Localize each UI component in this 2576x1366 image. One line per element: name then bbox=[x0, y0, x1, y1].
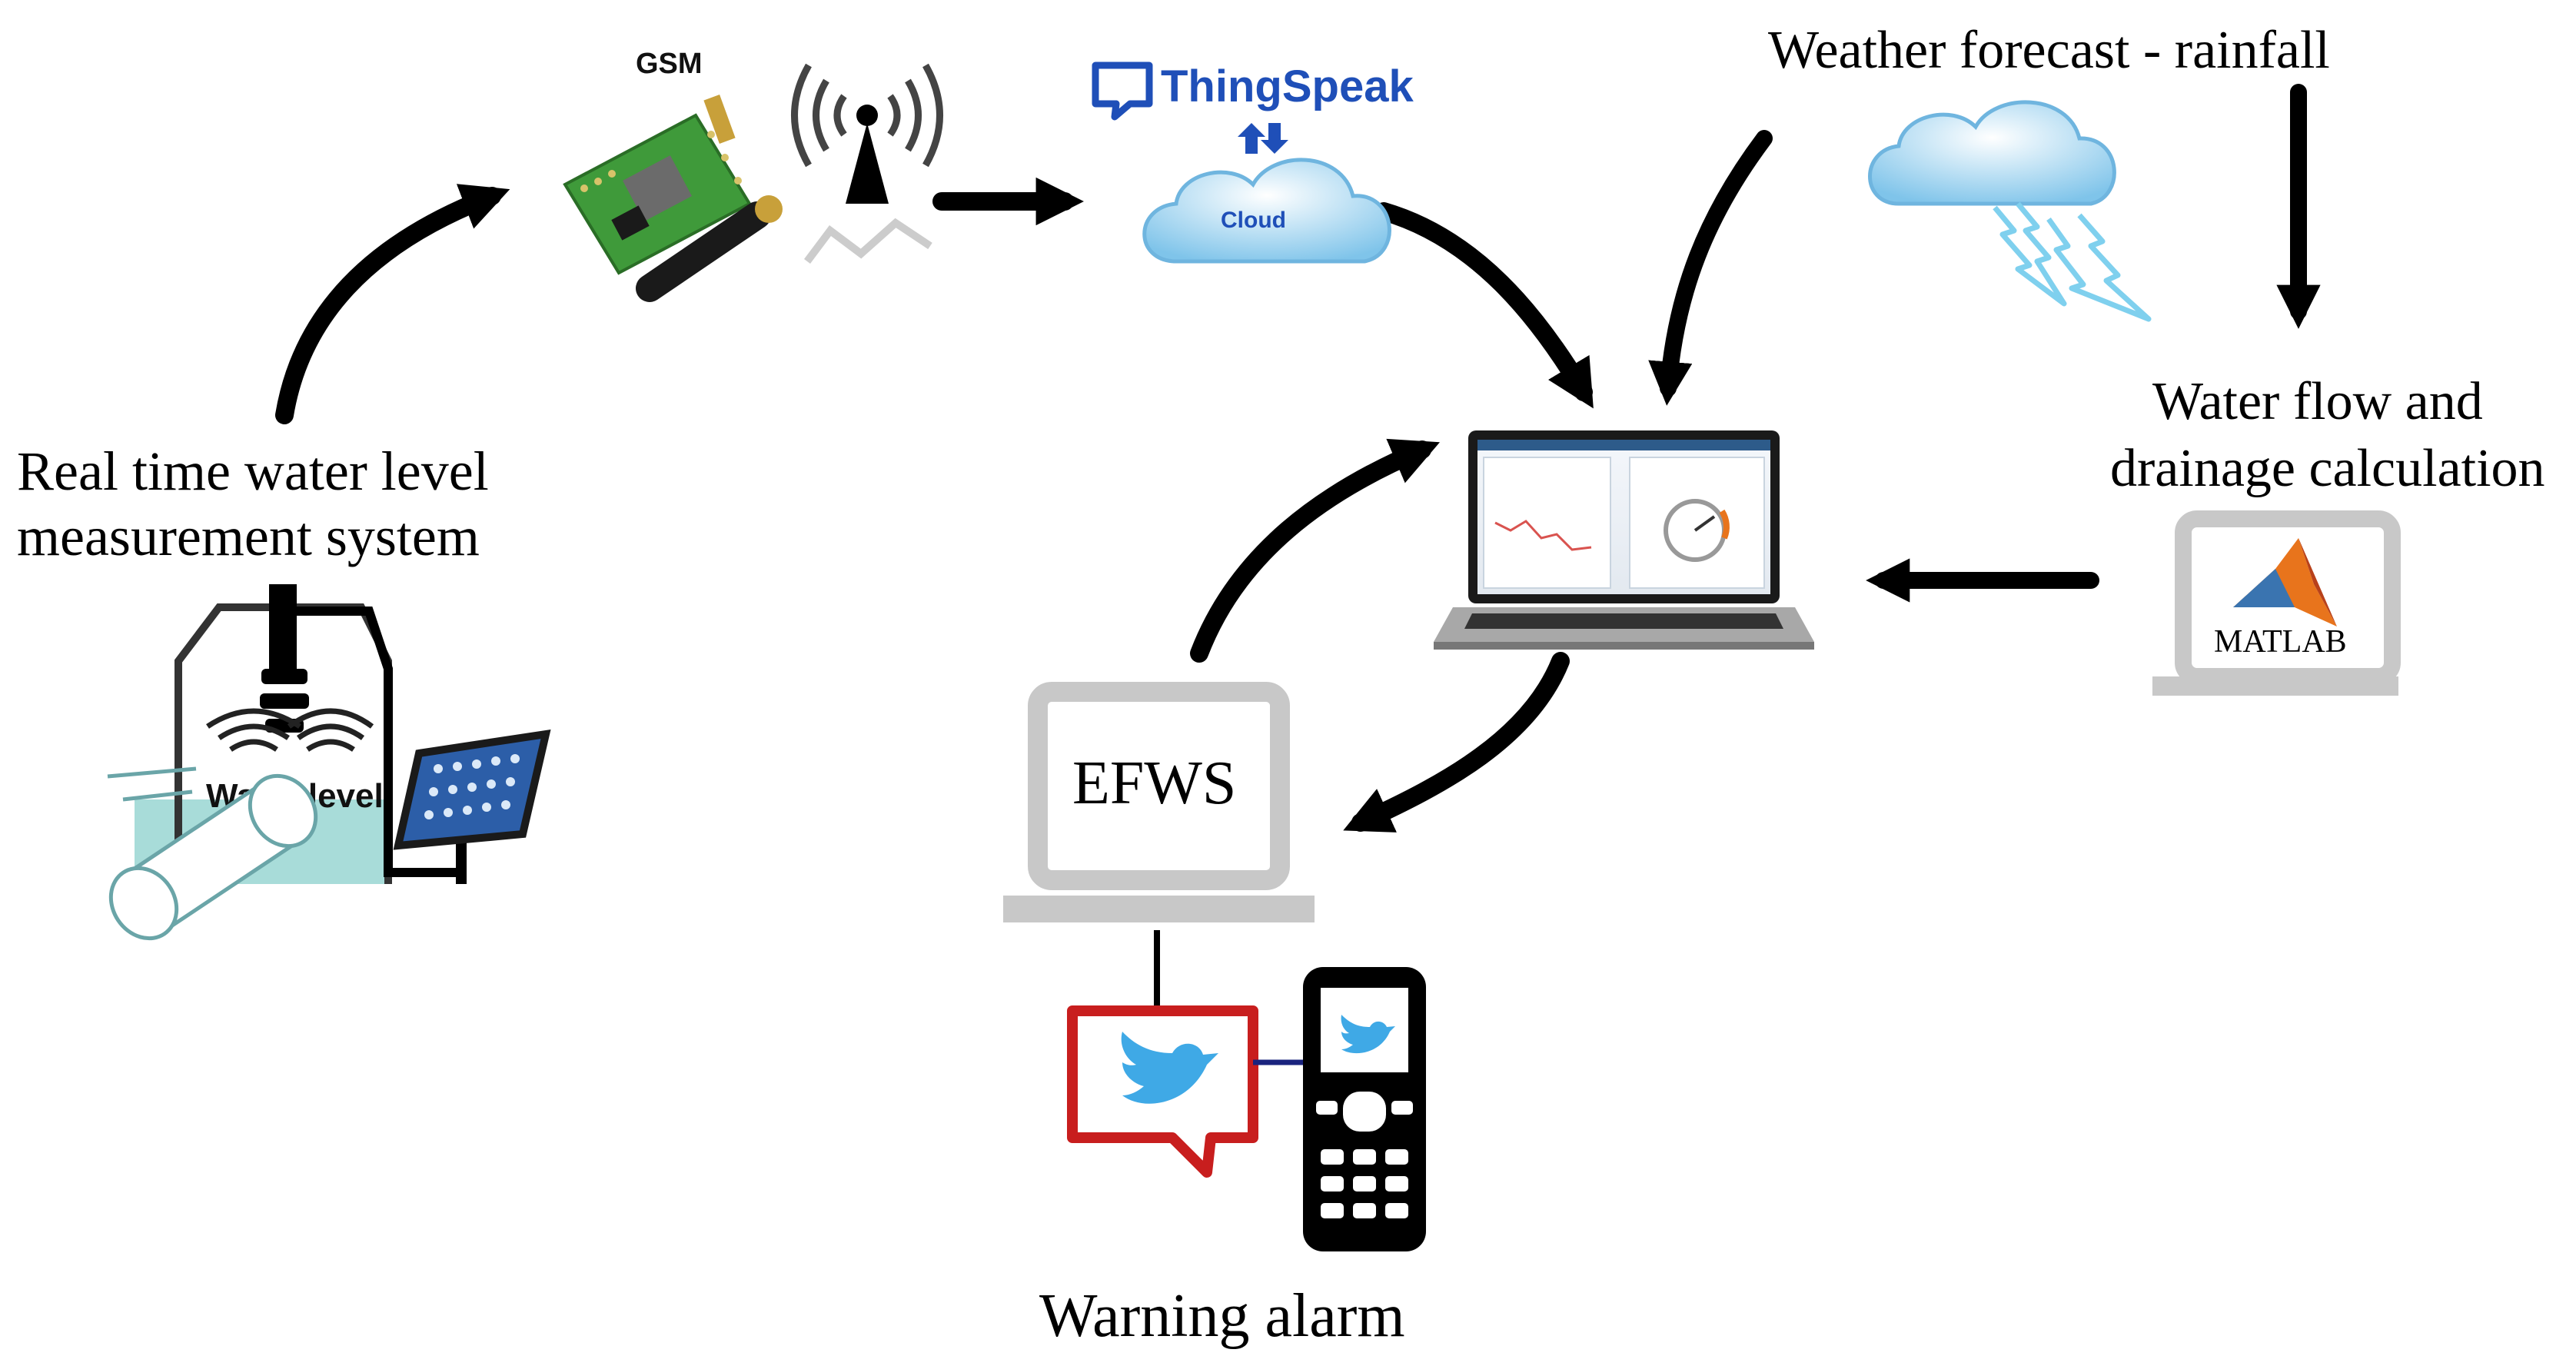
warning-alarm-label: Warning alarm bbox=[1039, 1282, 1405, 1350]
thingspeak-cloud: ThingSpeak Cloud bbox=[1092, 61, 1414, 264]
real-time-label-line1: Real time water level bbox=[17, 440, 489, 502]
water-tank-icon: Water level bbox=[107, 584, 461, 941]
weather-forecast: Weather forecast - rainfall bbox=[1768, 21, 2330, 322]
arrow-sensor-to-gsm bbox=[275, 184, 510, 424]
mobile-phone-icon bbox=[1303, 967, 1426, 1251]
cloud-label: Cloud bbox=[1221, 208, 1286, 233]
lightning-icon bbox=[1993, 201, 2152, 322]
efws-label: EFWS bbox=[1072, 749, 1236, 817]
storm-cloud-icon bbox=[1868, 100, 2152, 322]
arrow-weather-to-laptop bbox=[1648, 130, 1773, 406]
thingspeak-logo-icon bbox=[1092, 61, 1153, 121]
water-flow-label-line2: drainage calculation bbox=[2110, 439, 2545, 498]
real-time-label-line2: measurement system bbox=[17, 506, 480, 567]
gsm-module: GSM bbox=[563, 48, 943, 302]
water-flow-label-line1: Water flow and bbox=[2152, 372, 2483, 431]
cloud-icon: Cloud bbox=[1142, 158, 1391, 264]
wifi-signal-icon bbox=[206, 708, 374, 752]
flow-arrows bbox=[275, 84, 2321, 833]
matlab-laptop-icon: MATLAB bbox=[2152, 510, 2401, 696]
gsm-label: GSM bbox=[636, 48, 703, 80]
thingspeak-label: ThingSpeak bbox=[1161, 61, 1414, 111]
gsm-board-icon bbox=[563, 95, 783, 302]
matlab-logo-icon bbox=[2233, 538, 2337, 626]
matlab-label: MATLAB bbox=[2214, 624, 2347, 660]
efws-laptop-icon: EFWS bbox=[1003, 682, 1315, 922]
water-level-measurement-system: Real time water level measurement system bbox=[17, 440, 551, 941]
arrow-efws-to-laptop bbox=[1190, 438, 1440, 663]
arrow-laptop-to-efws bbox=[1343, 652, 1570, 833]
solar-panel-icon bbox=[393, 729, 551, 884]
twitter-message-icon bbox=[1067, 1005, 1258, 1178]
warning-alarm: Warning alarm bbox=[1039, 967, 1426, 1350]
central-laptop-icon bbox=[1434, 430, 1814, 650]
water-flow-calculation: Water flow and drainage calculation MATL… bbox=[2110, 372, 2545, 696]
pipe-icon bbox=[108, 773, 318, 941]
antenna-tower-icon bbox=[791, 63, 943, 264]
arrow-cloud-to-laptop bbox=[1374, 202, 1594, 409]
weather-forecast-label: Weather forecast - rainfall bbox=[1768, 21, 2330, 80]
sync-arrows-icon bbox=[1238, 123, 1288, 154]
